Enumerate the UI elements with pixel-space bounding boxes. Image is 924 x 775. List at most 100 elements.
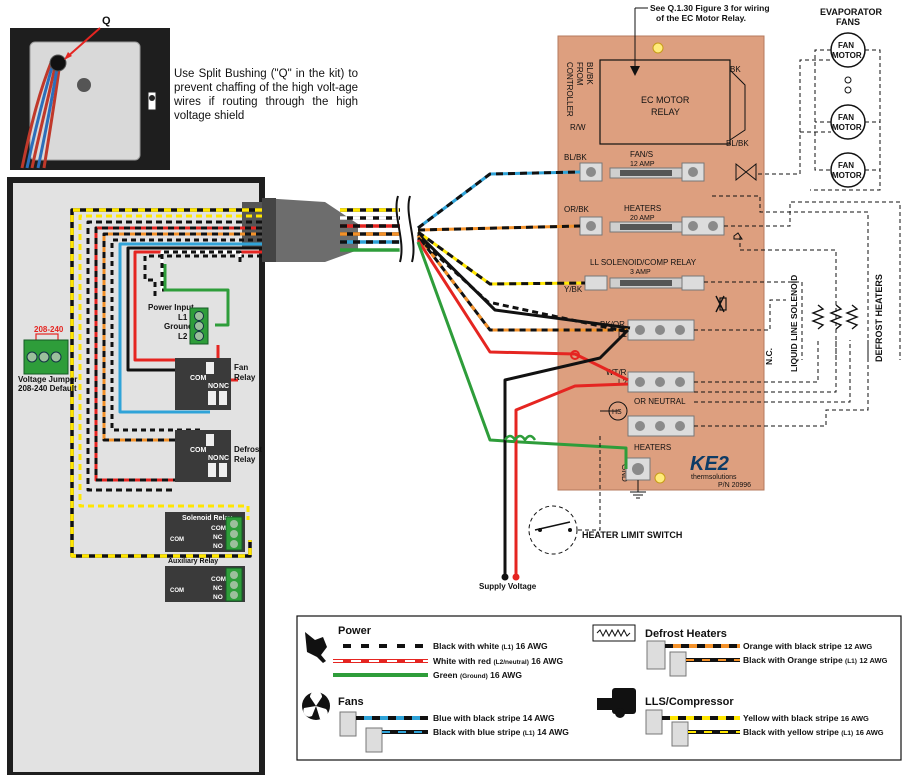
svg-text:COM: COM: [170, 537, 184, 543]
cable-gland-collar: [262, 198, 276, 262]
fan-relay-label-1: Fan: [234, 363, 248, 372]
svg-text:MOTOR: MOTOR: [832, 123, 862, 132]
evap-title-2: FANS: [836, 17, 860, 27]
svg-text:NO: NO: [213, 543, 223, 550]
solenoid-relay: Solenoid Relay COM NC NO COM: [165, 512, 245, 552]
ke2-logo: KE2: [690, 453, 729, 475]
fan-motor-1: FAN MOTOR: [830, 32, 866, 68]
defrost-relay-label-1: Defrost: [234, 445, 262, 454]
fuse-lls-label-1: LL SOLENOID/COMP RELAY: [590, 258, 697, 267]
fan-relay-label-2: Relay: [234, 373, 256, 382]
top-note-line-1: See Q.1.30 Figure 3 for wiring: [650, 3, 770, 13]
part-number: P/N 20996: [718, 482, 751, 489]
jumper-label-2: 208-240 Default: [18, 384, 77, 393]
term-l2: L2: [618, 378, 627, 387]
heater-limit-label: HEATER LIMIT SWITCH: [582, 530, 682, 540]
term-blbk: BL/BK: [564, 153, 587, 162]
photo-mount-hole: [149, 95, 155, 101]
defrost-relay: COM NO NC Defrost Relay: [175, 430, 262, 482]
legend-defrost-title: Defrost Heaters: [645, 628, 727, 640]
l2-label: L2: [178, 332, 188, 341]
legend-lls-1: Yellow with black stripe 16 AWG: [743, 713, 869, 723]
auxiliary-relay: Auxiliary Relay COM NC NO COM: [165, 558, 245, 602]
supply-terminal-black: [501, 573, 509, 581]
legend-fans: Fans Blue with black stripe 14 AWG Black…: [302, 691, 569, 753]
callout-arrow: [65, 27, 101, 59]
svg-text:FROM: FROM: [575, 62, 584, 86]
relay-rw: R/W: [570, 123, 586, 132]
photo-red-wires: [20, 59, 62, 169]
board-mount-hole-bottom: [654, 472, 666, 484]
fan-relay-com: COM: [190, 375, 207, 382]
relay-bk: BK: [730, 65, 741, 74]
controller-internal-wiring: [70, 208, 262, 558]
legend-fans-title: Fans: [338, 696, 364, 708]
svg-text:MOTOR: MOTOR: [832, 171, 862, 180]
defrost-relay-no: NO: [208, 455, 219, 462]
legend-power-2: White with red (L2/neutral) 16 AWG: [433, 656, 563, 666]
auxiliary-relay-label: Auxiliary Relay: [168, 558, 218, 565]
fuse-heaters-label-2: 20 AMP: [630, 215, 655, 222]
fuse-lls-label-2: 3 AMP: [630, 269, 651, 276]
nc-label: N.C.: [764, 348, 774, 365]
legend-power: Power Black with white (L1) 16 AWG White…: [305, 625, 563, 680]
solenoid-relay-label: Solenoid Relay: [182, 515, 232, 522]
power-input-label: Power Input: [148, 303, 194, 312]
fan-relay-no: NO: [208, 383, 219, 390]
term-heaters: HEATERS: [634, 443, 671, 452]
svg-text:FAN: FAN: [838, 41, 854, 50]
term-or-neutral: OR NEUTRAL: [634, 397, 686, 406]
legend-fans-1: Blue with black stripe 14 AWG: [433, 713, 555, 723]
svg-text:COM: COM: [211, 525, 226, 532]
svg-text:LIQUID LINE SOLENOID: LIQUID LINE SOLENOID: [789, 275, 799, 372]
svg-text:N.C.: N.C.: [764, 348, 774, 365]
relay-blbk: BL/BK: [726, 139, 749, 148]
legend-lls: LLS/Compressor Yellow with black stripe …: [597, 688, 884, 747]
legend-power-1: Black with white (L1) 16 AWG: [433, 641, 548, 651]
heater-limit-switch: HEATER LIMIT SWITCH: [528, 436, 682, 555]
power-plug-icon: [305, 632, 327, 663]
supply-terminal-red: [512, 573, 520, 581]
supply-voltage-label: Supply Voltage: [479, 582, 537, 591]
legend-lls-2: Black with yellow stripe (L1) 16 AWG: [743, 727, 884, 737]
svg-text:FAN: FAN: [838, 161, 854, 170]
term-hs: HS: [612, 409, 622, 416]
legend-power-3: Green (Ground) 16 AWG: [433, 670, 522, 680]
defrost-relay-nc: NC: [219, 455, 229, 462]
svg-text:GND: GND: [620, 464, 629, 482]
ground-label: Ground: [164, 322, 193, 331]
lls-vertical-label: LIQUID LINE SOLENOID: [789, 275, 799, 372]
legend-power-title: Power: [338, 625, 372, 637]
fan-motor-2: FAN MOTOR: [830, 104, 866, 140]
fan-relay-nc: NC: [219, 383, 229, 390]
l1-label: L1: [178, 313, 188, 322]
from-controller-label: BL/BK FROM CONTROLLER: [565, 62, 594, 117]
callout-arrowhead: [64, 52, 72, 60]
bushing-instruction: Use Split Bushing ("Q" in the kit) to pr…: [174, 68, 358, 122]
cable-bundle: [340, 195, 415, 263]
ke2-logo-sub: thermsolutions: [691, 474, 737, 481]
defrost-heaters-vertical-label: DEFROST HEATERS: [874, 274, 884, 362]
right-side-loads: [694, 195, 901, 427]
fuse-heaters-label-1: HEATERS: [624, 204, 661, 213]
callout-q-label: Q: [102, 15, 111, 27]
ec-relay-label-1: EC MOTOR: [641, 95, 690, 105]
fan-thermostat-symbol: [735, 162, 757, 182]
field-wiring: [416, 170, 631, 575]
svg-text:FAN: FAN: [838, 113, 854, 122]
term-wtr: WT/R: [606, 368, 627, 377]
ec-relay-label-2: RELAY: [651, 107, 680, 117]
svg-text:NC: NC: [213, 534, 223, 541]
evap-title-1: EVAPORATOR: [820, 7, 883, 17]
voltage-jumper: 208-240 Voltage Jumper 208-240 Default: [18, 325, 77, 393]
ec-motor-relay: [599, 59, 731, 145]
top-note: See Q.1.30 Figure 3 for wiring of the EC…: [630, 3, 770, 76]
svg-text:COM: COM: [211, 576, 226, 583]
top-note-line-2: of the EC Motor Relay.: [656, 13, 746, 23]
legend-fans-2: Black with blue stripe (L1) 14 AWG: [433, 727, 569, 737]
legend-defrost-2: Black with Orange stripe (L1) 12 AWG: [743, 655, 888, 665]
cable-break-symbol: [395, 195, 415, 263]
cable-gland-nut: [242, 202, 264, 248]
board-mount-hole-top: [652, 42, 664, 54]
